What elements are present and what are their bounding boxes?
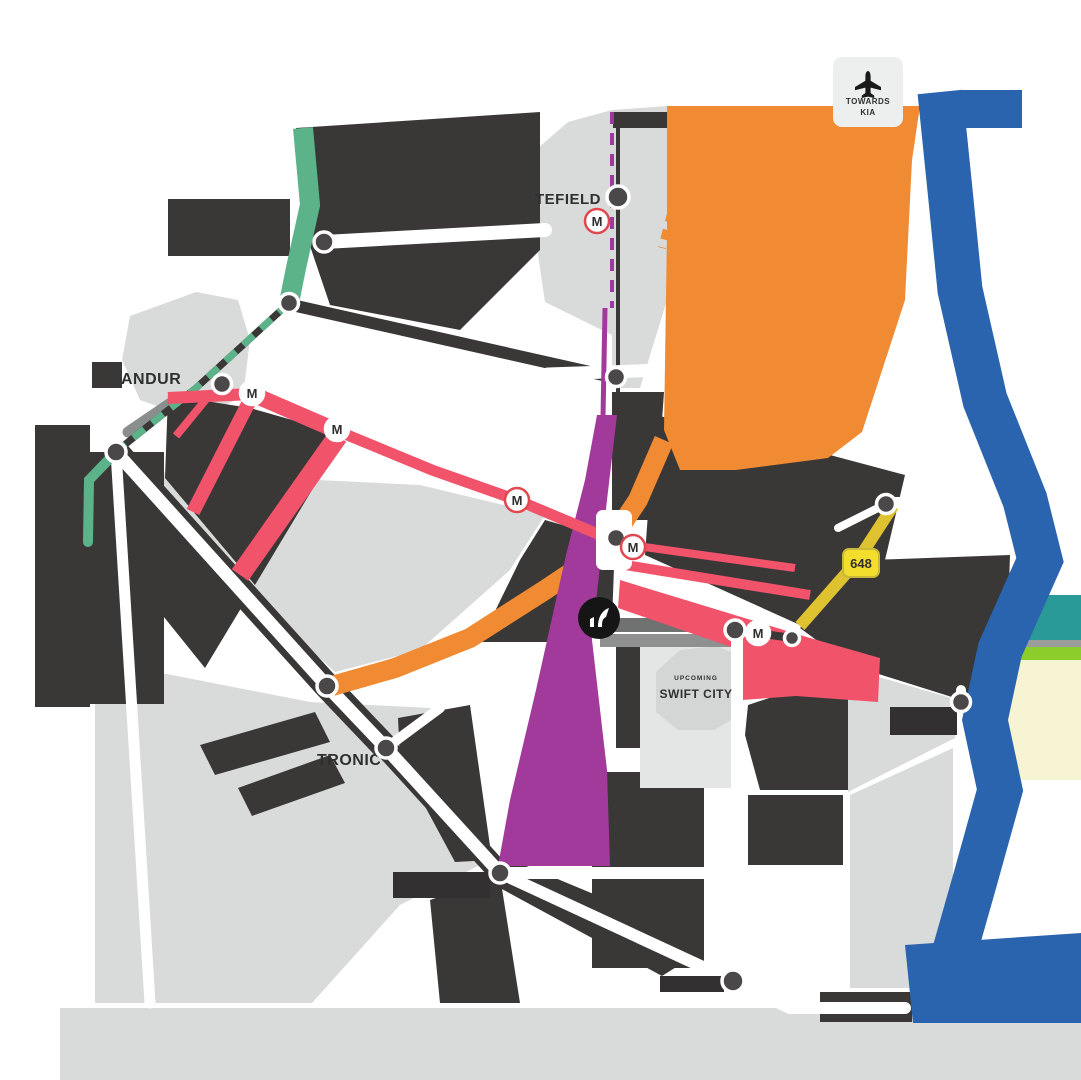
landmark-logo — [578, 597, 620, 639]
orange-route-dashed — [658, 193, 680, 250]
green-route-dashed — [115, 300, 292, 453]
metro-station-marker: M — [583, 207, 611, 235]
metro-letter: M — [753, 626, 764, 641]
station-dot — [782, 628, 802, 648]
station-dot — [605, 184, 631, 210]
pink-branch-2 — [231, 430, 347, 581]
metro-station-marker: M — [619, 533, 647, 561]
airport-sign-line1: TOWARDS — [846, 97, 890, 106]
orange-zone — [664, 106, 920, 470]
station-dot — [488, 861, 512, 885]
pink-branch-1 — [186, 396, 257, 516]
blue-route — [905, 89, 1081, 1023]
metro-letter: M — [332, 422, 343, 437]
swift-city-block — [640, 636, 738, 788]
purple-route-thin — [600, 307, 608, 419]
metro-station-marker: M — [744, 619, 772, 647]
landmark-logo-icon — [590, 608, 609, 627]
metro-letter: M — [247, 386, 258, 401]
pink-route-main — [337, 426, 615, 546]
swift-city-octagon — [656, 646, 738, 730]
metro-station-marker: M — [323, 415, 351, 443]
metro-letter: M — [512, 493, 523, 508]
stations — [104, 184, 973, 994]
station-dot — [723, 618, 747, 642]
place-label-electronic-city: TRONIC — [317, 752, 381, 769]
station-dot — [210, 372, 234, 396]
pink-branch-3 — [172, 389, 216, 439]
station-dot — [312, 230, 336, 254]
block-right-lower — [850, 748, 953, 988]
swift-city-label: UPCOMING SWIFT CITY — [660, 675, 733, 701]
station-dot — [315, 674, 339, 698]
block-whitefield — [538, 106, 667, 388]
metro-markers: M M M M M M — [238, 207, 772, 647]
airport-sign-line2: KIA — [860, 108, 875, 117]
place-label-whitefield: TEFIELD — [535, 191, 601, 208]
airport-sign: TOWARDS KIA — [833, 57, 903, 127]
green-route — [279, 127, 321, 305]
place-label-bellandur: ANDUR — [121, 371, 181, 388]
station-dot — [874, 492, 898, 516]
airplane-icon — [855, 71, 881, 98]
station-dot — [949, 690, 973, 714]
metro-station-marker: M — [503, 486, 531, 514]
pink-stripe-2 — [624, 560, 811, 600]
route-lines — [83, 106, 920, 866]
place-labels: TEFIELD ANDUR TRONIC — [121, 191, 601, 769]
metro-station-marker: M — [238, 379, 266, 407]
station-dot — [374, 736, 398, 760]
metro-letter: M — [592, 214, 603, 229]
station-dot — [604, 365, 628, 389]
route-badge-648: 648 — [842, 548, 880, 578]
station-dot — [104, 440, 128, 464]
station-dot — [277, 291, 301, 315]
route-badge-text: 648 — [850, 556, 872, 571]
metro-letter: M — [628, 540, 639, 555]
swift-city-upcoming: UPCOMING — [674, 675, 718, 682]
station-dot — [720, 968, 746, 994]
pink-stripe-1 — [629, 541, 796, 572]
label-cover-bars — [393, 707, 957, 992]
green-route-south — [83, 447, 121, 547]
swift-city-name: SWIFT CITY — [660, 687, 733, 701]
